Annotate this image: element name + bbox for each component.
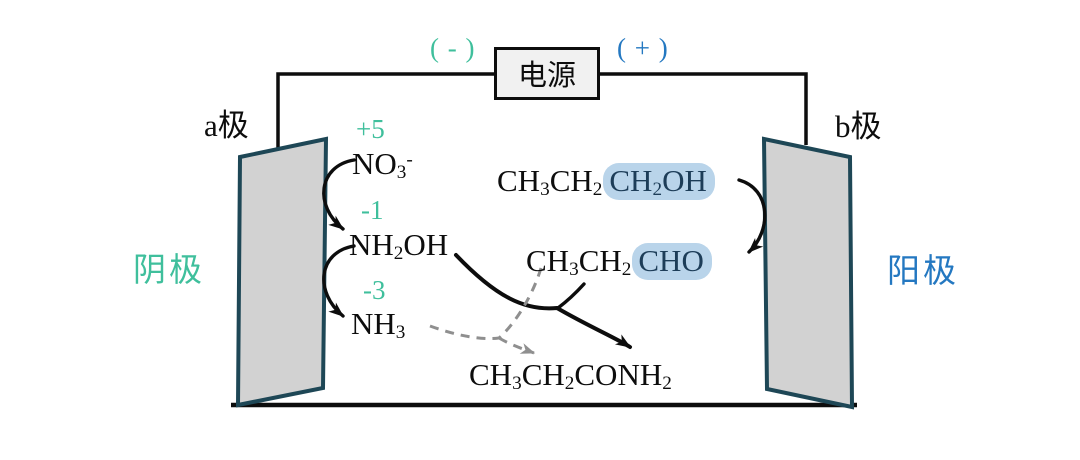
subscript: 2 (652, 179, 663, 201)
arrow-propanol-to-propanal (737, 178, 767, 254)
species-propanamide: CH3CH2CONH2 (469, 357, 672, 395)
formula-text: OH (662, 163, 707, 198)
formula-text: CH (526, 243, 570, 278)
power-supply-box: 电源 (494, 47, 600, 100)
negative-terminal-label: ( - ) (430, 33, 476, 63)
formula-text: CH (469, 357, 513, 392)
dashed-arrow-propanal-branch (498, 267, 543, 340)
subscript: 3 (396, 162, 407, 184)
formula-text: NH (349, 227, 394, 262)
subscript: 2 (393, 243, 404, 265)
arrow-nh2oh-propanal-to-amide (454, 253, 632, 349)
formula-text: CH (609, 163, 653, 198)
oxidation-state-minus3: -3 (363, 275, 386, 305)
formula-text: OH (403, 227, 449, 262)
arrow-propanal-branch (556, 282, 586, 310)
formula-text: CONH (574, 357, 663, 392)
highlight-pill: CH2OH (603, 163, 715, 201)
arrow-nh2oh-to-nh3 (322, 244, 356, 318)
subscript: 3 (569, 259, 579, 281)
formula-text: CH (549, 163, 593, 198)
electrode-b-label: b极 (835, 109, 882, 144)
highlight-pill: CHO (632, 243, 712, 280)
species-hydroxylamine: NH2OH (349, 227, 448, 265)
oxidation-state-plus5: +5 (356, 114, 385, 144)
anode-label: 阳极 (887, 254, 959, 290)
formula-text: CHO (638, 243, 704, 278)
subscript: 2 (621, 259, 632, 281)
formula-text: CH (578, 243, 622, 278)
electrode-b-plate (761, 136, 855, 410)
cathode-label: 阴极 (133, 253, 205, 289)
subscript: 3 (395, 322, 406, 344)
species-nitrate-ion: NO3- (352, 146, 413, 184)
formula-text: NH (351, 306, 396, 341)
positive-terminal-label: ( + ) (617, 33, 669, 63)
oxidation-state-minus1: -1 (361, 195, 384, 225)
subscript: 3 (540, 179, 550, 201)
arrow-no3-to-nh2oh (322, 158, 356, 231)
formula-text: CH (497, 163, 541, 198)
species-ammonia: NH3 (351, 306, 405, 344)
superscript: - (406, 149, 413, 171)
subscript: 2 (592, 179, 603, 201)
subscript: 2 (564, 373, 575, 395)
electrode-a-label: a极 (204, 108, 249, 143)
formula-text: CH (521, 357, 565, 392)
electrode-a-plate (235, 136, 329, 408)
formula-text: NO (352, 146, 397, 181)
subscript: 3 (512, 373, 522, 395)
subscript: 2 (662, 373, 672, 395)
dashed-arrow-to-amide (498, 336, 536, 355)
dashed-arrow-nh3-branch (429, 324, 500, 341)
